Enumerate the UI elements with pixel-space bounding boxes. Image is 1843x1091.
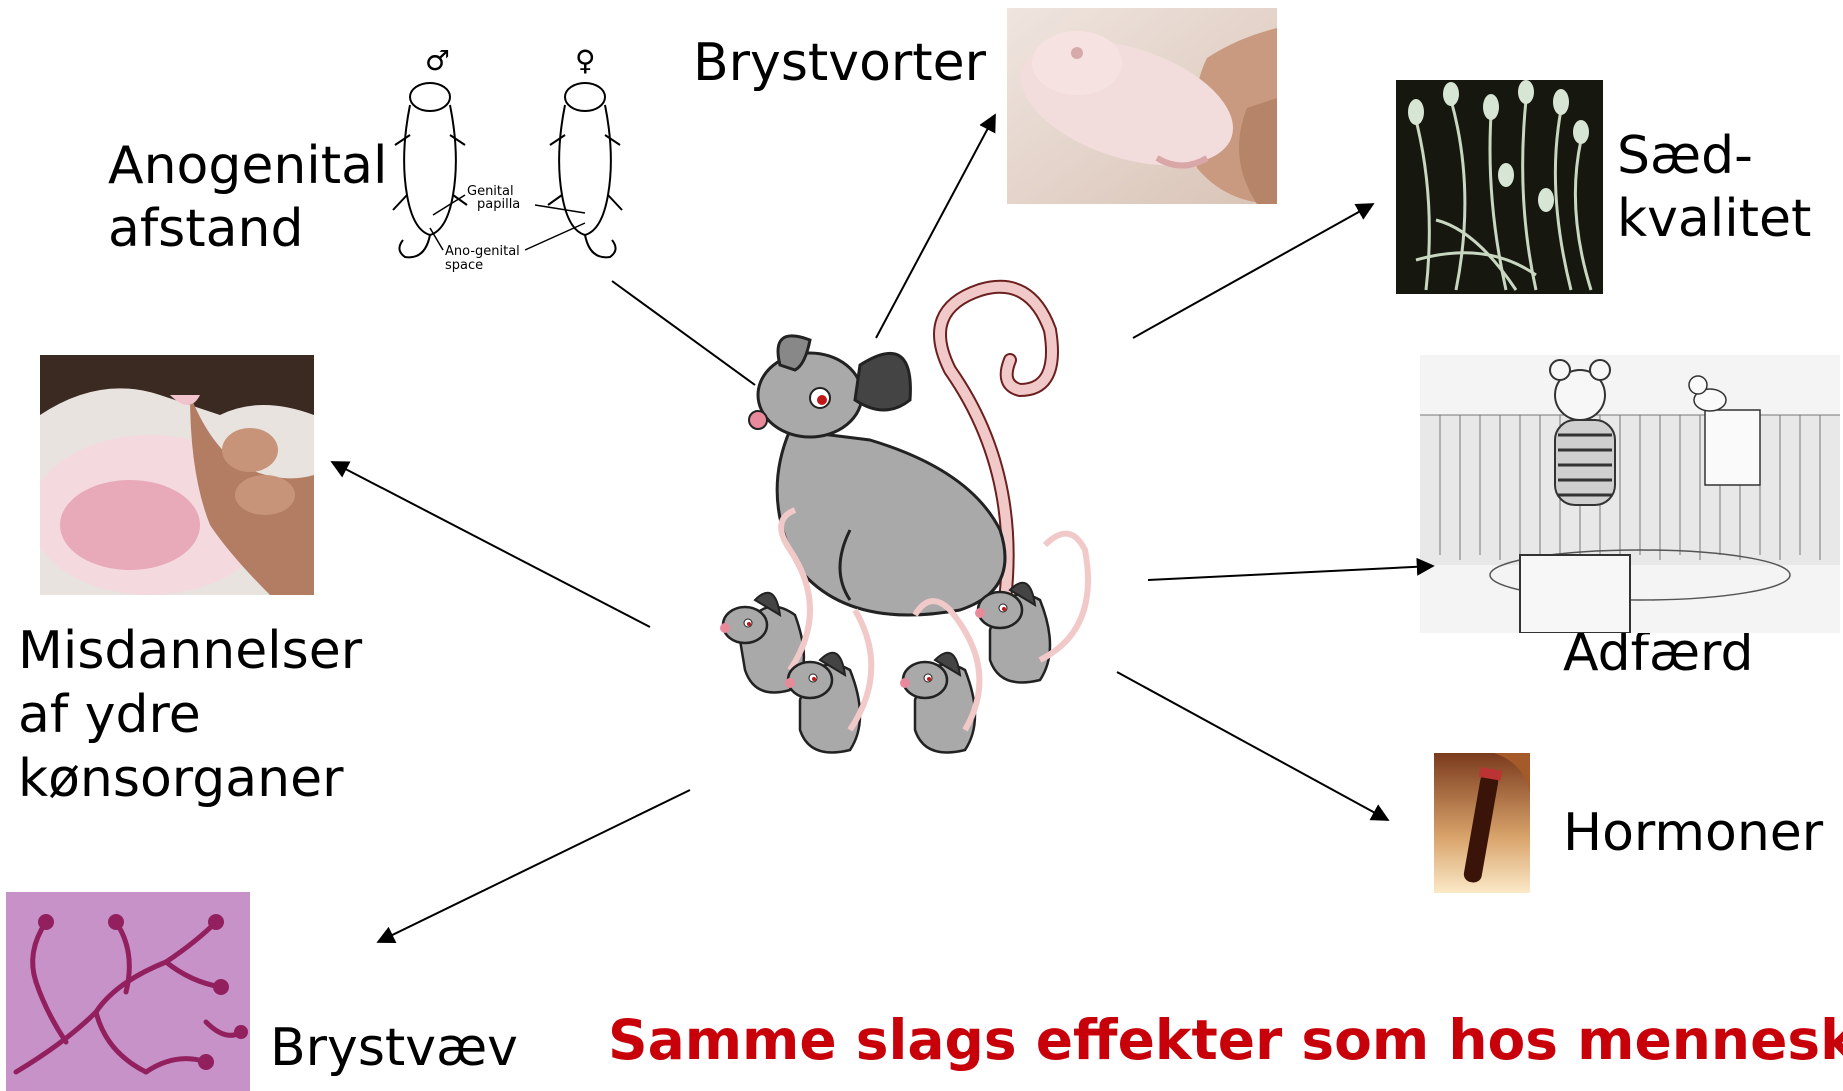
mouse-family-illustration <box>700 270 1120 790</box>
mother-mouse <box>749 336 1005 615</box>
arrow-misdannelser <box>332 462 650 627</box>
arrow-saed <box>1133 204 1373 338</box>
arrow-hormoner <box>1117 672 1388 820</box>
arrow-brystvaev <box>378 790 690 942</box>
baby-mouse-3 <box>900 601 979 752</box>
arrow-adfaerd <box>1148 566 1433 580</box>
